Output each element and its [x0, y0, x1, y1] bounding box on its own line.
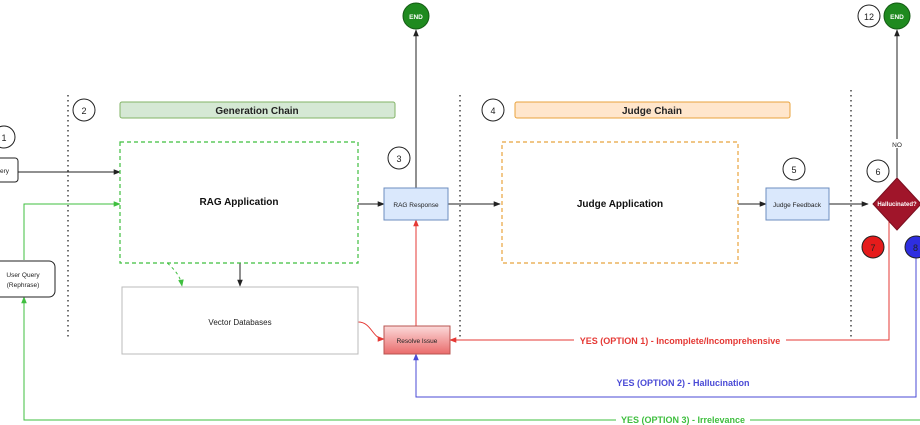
judge-feedback-label: Judge Feedback: [773, 202, 822, 209]
judge-feedback-box: [765, 187, 830, 221]
step-badge-12: [857, 4, 881, 28]
judge-chain-title: Judge Chain: [622, 106, 682, 117]
vector-databases-box: [121, 286, 359, 355]
step-number-2: 2: [81, 106, 86, 116]
no-label: NO: [892, 142, 902, 149]
rag-response-box: [383, 187, 449, 221]
generation-chain-header: [119, 101, 396, 119]
step-number-1: 1: [1, 133, 6, 143]
step-number-5: 5: [791, 165, 796, 175]
judge-application-box: [501, 141, 739, 264]
step-badge-7: [861, 235, 885, 259]
step-badge-6: [866, 159, 890, 183]
resolve-issue-label: Resolve Issue: [397, 338, 438, 345]
step-number-3: 3: [396, 154, 401, 164]
user-query-rephrase-box: [0, 260, 56, 298]
step-badge-2: [72, 98, 96, 122]
step-number-4: 4: [490, 106, 495, 116]
option1-label: YES (OPTION 1) - Incomplete/Incomprehens…: [580, 336, 781, 346]
end-right-node: [883, 2, 911, 30]
end-top-label: END: [409, 14, 423, 21]
step-number-12: 12: [864, 12, 874, 22]
no-label-bg: [889, 139, 905, 148]
end-top-node: [402, 2, 430, 30]
option3-label-bg: [616, 414, 750, 425]
user-query-rephrase-line2: (Rephrase): [7, 282, 40, 289]
step-badge-1: [0, 125, 16, 149]
option2-label: YES (OPTION 2) - Hallucination: [616, 378, 749, 388]
resolve-issue-box: [383, 325, 451, 355]
judge-chain-header: [514, 101, 791, 119]
step-badge-3: [387, 146, 411, 170]
step-number-8: 8: [913, 243, 918, 253]
option1-label-bg: [574, 335, 786, 346]
vector-databases-label: Vector Databases: [208, 318, 271, 327]
hallucinated-label: Hallucinated?: [877, 202, 917, 208]
step-badge-4: [481, 98, 505, 122]
hallucinated-decision: [872, 177, 920, 231]
user-query-box: [0, 157, 19, 183]
user-query-rephrase-line1: User Query: [6, 272, 40, 279]
rag-response-label: RAG Response: [393, 202, 439, 209]
step-badge-5: [782, 157, 806, 181]
step-number-6: 6: [875, 167, 880, 177]
step-number-7: 7: [870, 243, 875, 253]
rag-application-box: [119, 141, 359, 264]
edge-rephrase-to-rag: [23, 201, 121, 260]
step-badge-8: [904, 235, 920, 259]
generation-chain-title: Generation Chain: [215, 106, 298, 117]
end-right-label: END: [890, 14, 904, 21]
user-query-label: ery: [0, 168, 10, 175]
edge-vector-to-resolve: [357, 321, 385, 342]
rag-application-label: RAG Application: [199, 197, 278, 208]
edge-option2: [413, 236, 917, 398]
option3-label: YES (OPTION 3) - Irrelevance: [621, 415, 745, 425]
judge-application-label: Judge Application: [577, 199, 663, 210]
